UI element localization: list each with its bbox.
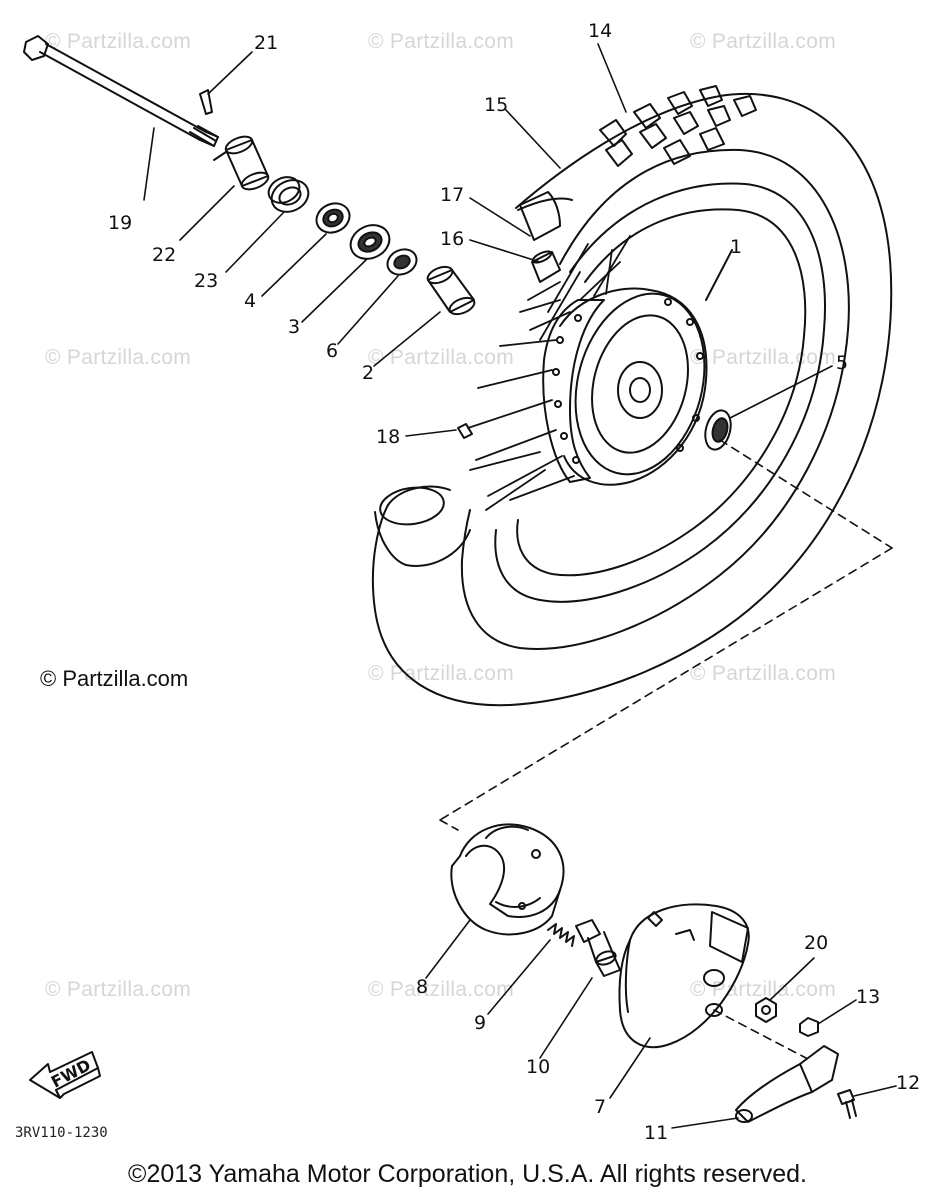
drawing-code: 3RV110-1230 xyxy=(15,1125,108,1141)
brake-plate-part xyxy=(618,903,750,1049)
callout-4: 4 xyxy=(244,290,257,312)
callout-9: 9 xyxy=(474,1012,487,1034)
tube-part xyxy=(517,197,573,211)
callout-14: 14 xyxy=(588,20,613,42)
oil-seal-part xyxy=(704,409,732,451)
watermark: © Partzilla.com xyxy=(45,30,192,53)
watermark: © Partzilla.com xyxy=(690,30,837,53)
camshaft-part xyxy=(575,919,621,977)
nut-part xyxy=(799,1017,819,1037)
bearing-part xyxy=(349,224,391,260)
watermark: © Partzilla.com xyxy=(690,346,837,369)
watermark: © Partzilla.com xyxy=(45,346,192,369)
brake-shoe-part xyxy=(450,823,565,936)
collar-part xyxy=(213,135,270,191)
callout-13: 13 xyxy=(856,986,881,1008)
callout-5: 5 xyxy=(836,352,849,374)
axle-part xyxy=(23,35,219,147)
watermark: © Partzilla.com xyxy=(368,346,515,369)
valve-stem-part xyxy=(531,250,561,283)
callout-2: 2 xyxy=(362,362,375,384)
footer-copyright: ©2013 Yamaha Motor Corporation, U.S.A. A… xyxy=(128,1160,807,1188)
camshaft-lever-part xyxy=(735,1045,839,1123)
callout-18: 18 xyxy=(376,426,401,448)
watermark: © Partzilla.com xyxy=(368,978,515,1001)
partzilla-copyright: © Partzilla.com xyxy=(40,666,189,691)
callout-10: 10 xyxy=(526,1056,551,1078)
callout-3: 3 xyxy=(288,316,301,338)
oil-seal-part xyxy=(267,176,310,213)
watermark: © Partzilla.com xyxy=(45,978,192,1001)
callout-21: 21 xyxy=(254,32,279,54)
guide-lines xyxy=(439,439,893,1059)
rim-part xyxy=(494,182,826,603)
tire-part xyxy=(371,85,893,707)
watermark: © Partzilla.com xyxy=(690,662,837,685)
oil-seal-part xyxy=(386,248,418,276)
cotter-pin-part xyxy=(199,89,213,115)
callout-6: 6 xyxy=(326,340,339,362)
nut-part xyxy=(755,997,777,1023)
callout-20: 20 xyxy=(804,932,829,954)
callout-7: 7 xyxy=(594,1096,607,1118)
callout-22: 22 xyxy=(152,244,177,266)
spoke-nipple-part xyxy=(457,423,473,439)
callout-11: 11 xyxy=(644,1122,669,1144)
watermark: © Partzilla.com xyxy=(368,662,515,685)
bearing-part xyxy=(315,202,351,234)
fwd-arrow-icon xyxy=(29,1051,101,1099)
leader-lines xyxy=(143,43,897,1129)
callout-16: 16 xyxy=(440,228,465,250)
callout-12: 12 xyxy=(896,1072,921,1094)
callout-8: 8 xyxy=(416,976,429,998)
callout-19: 19 xyxy=(108,212,133,234)
watermark: © Partzilla.com xyxy=(368,30,515,53)
callout-23: 23 xyxy=(194,270,219,292)
callout-1: 1 xyxy=(730,236,743,258)
spokes-part xyxy=(467,235,631,511)
spacer-part xyxy=(426,265,476,316)
callout-15: 15 xyxy=(484,94,509,116)
bolt-part xyxy=(837,1089,857,1119)
spring-part xyxy=(547,923,575,947)
hub-part xyxy=(542,249,733,486)
callout-17: 17 xyxy=(440,184,465,206)
